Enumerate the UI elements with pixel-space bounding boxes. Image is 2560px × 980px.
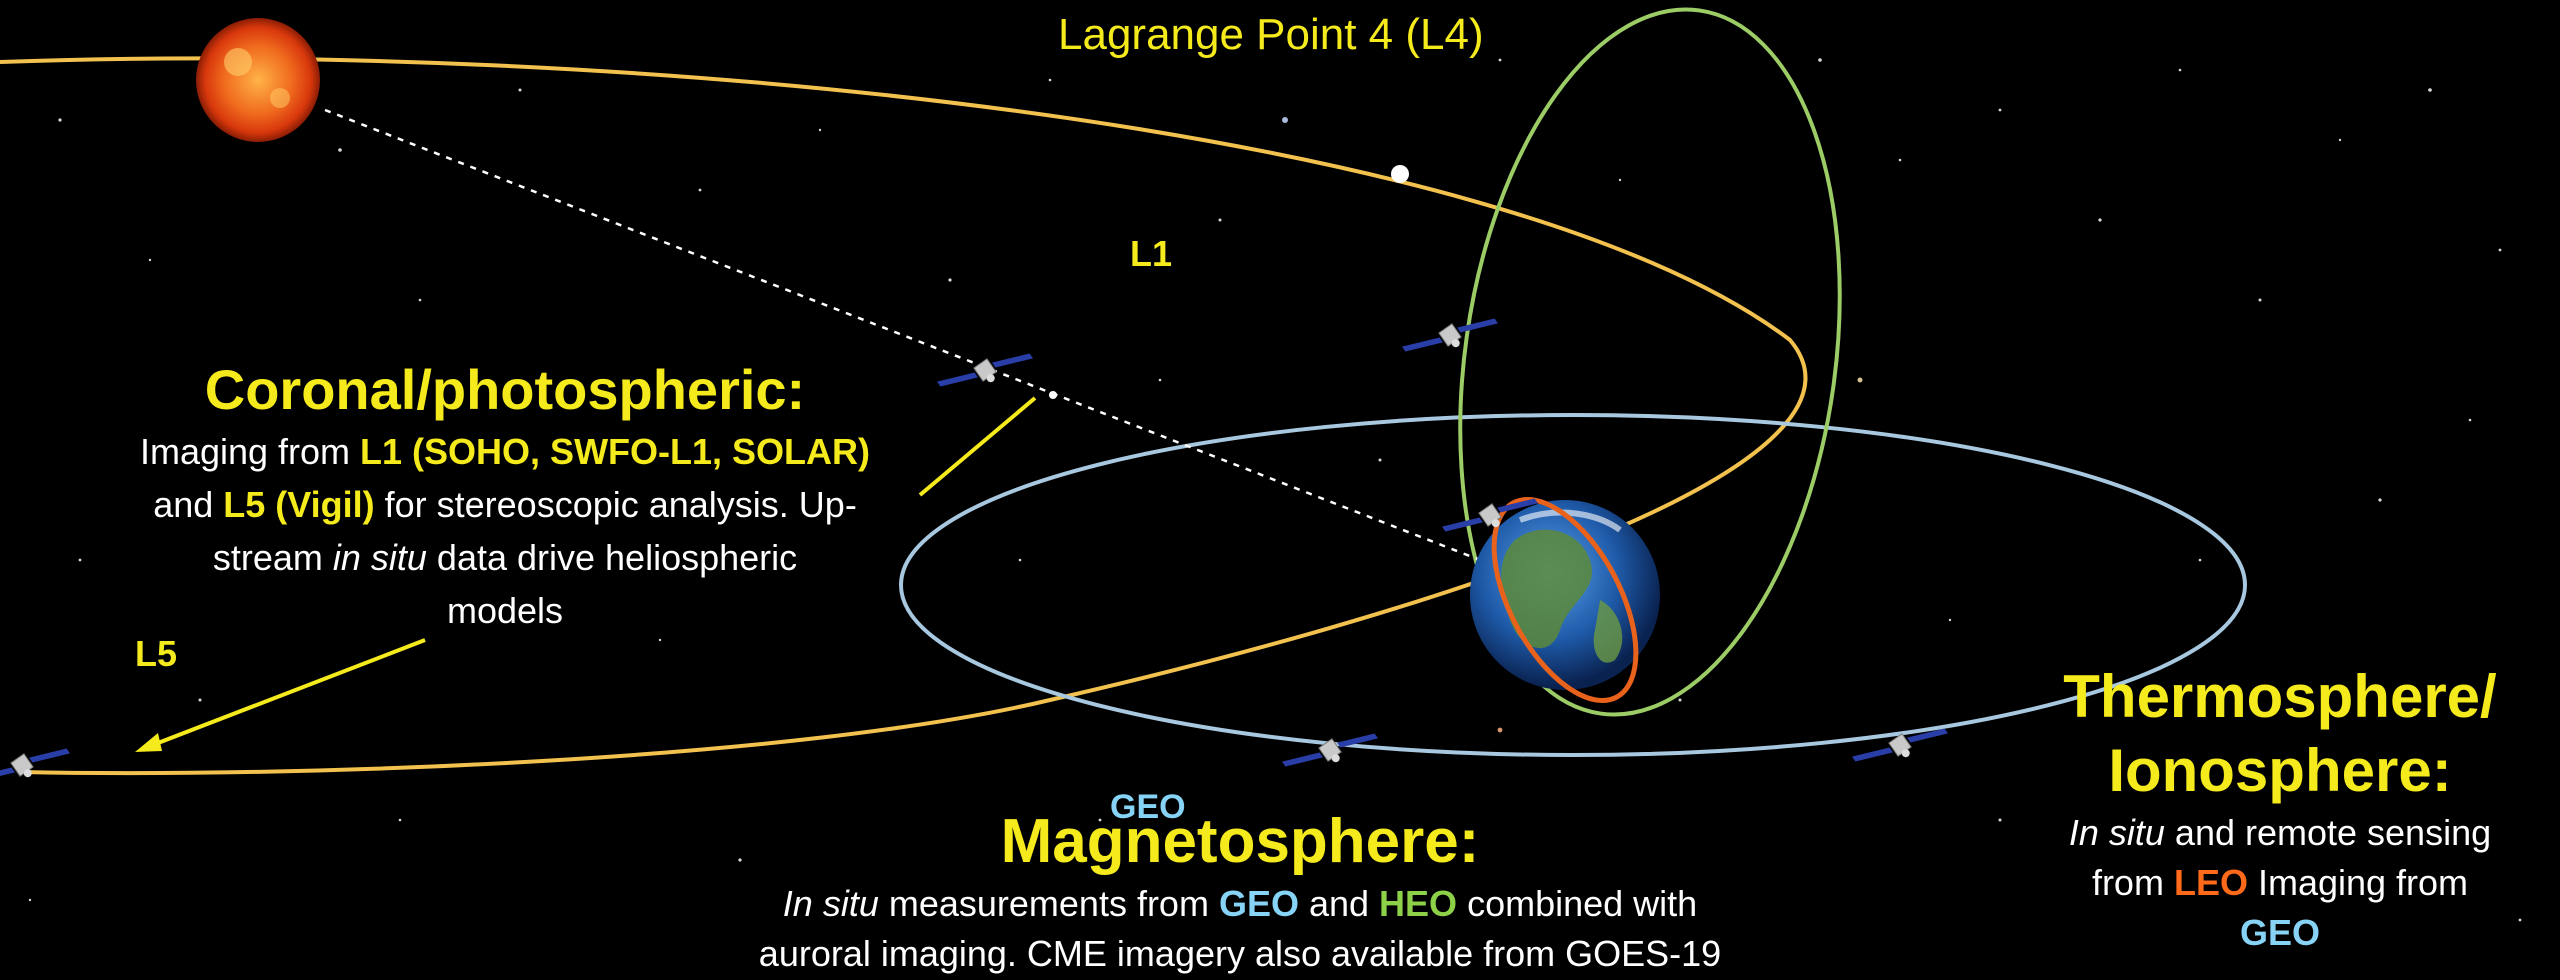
coronal-insitu: in situ — [332, 537, 427, 578]
geo-orbit — [899, 413, 2247, 757]
magnetosphere-body: In situ measurements from GEO and HEO co… — [640, 879, 1840, 979]
magneto-text: and — [1298, 883, 1380, 924]
magneto-text: combined with — [1457, 883, 1698, 924]
coronal-l1-craft: L1 (SOHO, SWFO-L1, SOLAR) — [360, 431, 871, 472]
sun-earth-line — [324, 108, 1481, 562]
l1-label: L1 — [1130, 233, 1173, 274]
l4-label: Lagrange Point 4 (L4) — [1058, 10, 1484, 59]
thermosphere-title: Thermosphere/ Ionosphere: — [2010, 660, 2550, 808]
sun-orbit — [0, 56, 1808, 776]
sun-icon — [196, 18, 320, 142]
coronal-text: for stereoscopic analysis. Up- — [374, 484, 857, 525]
l4-point-icon — [1391, 165, 1409, 183]
coronal-body: Imaging from L1 (SOHO, SWFO-L1, SOLAR) a… — [95, 425, 915, 637]
coronal-title: Coronal/photospheric: — [204, 358, 806, 421]
coronal-text: stream — [212, 537, 333, 578]
thermo-text: and remote sensing — [2164, 812, 2492, 853]
thermo-title-line1: Thermosphere/ — [2063, 663, 2497, 730]
magnetosphere-title: Magnetosphere: — [1000, 807, 1480, 876]
coronal-text: Imaging from — [139, 431, 361, 472]
magnetosphere-block: Magnetosphere: In situ measurements from… — [640, 805, 1840, 979]
magneto-heo: HEO — [1379, 883, 1458, 924]
geo-label: GEO — [1110, 788, 1186, 826]
coronal-l5-craft: L5 (Vigil) — [223, 484, 375, 525]
leo-orbit — [1491, 497, 1639, 703]
magneto-text: auroral imaging. CME imagery also availa… — [758, 933, 1722, 974]
heo-orbit — [1458, 7, 1842, 717]
star-field — [28, 48, 2522, 922]
thermo-text: from — [2091, 862, 2174, 903]
satellite-icon — [936, 328, 1034, 412]
satellite-icon — [0, 723, 71, 807]
magneto-geo: GEO — [1218, 883, 1299, 924]
coronal-text: data drive heliospheric — [426, 537, 798, 578]
thermo-insitu: In situ — [2068, 812, 2165, 853]
thermo-text: Imaging from — [2247, 862, 2469, 903]
l1-arrow — [918, 396, 1037, 497]
thermosphere-block: Thermosphere/ Ionosphere: In situ and re… — [2010, 660, 2550, 958]
thermo-leo: LEO — [2173, 862, 2248, 903]
thermo-title-line2: Ionosphere: — [2108, 737, 2452, 804]
l1-point — [1049, 391, 1057, 399]
thermo-geo: GEO — [2239, 912, 2320, 953]
coronal-text: models — [446, 590, 564, 631]
coronal-text: and — [153, 484, 224, 525]
magneto-insitu: In situ — [782, 883, 879, 924]
l5-label: L5 — [135, 633, 178, 674]
magneto-text: measurements from — [878, 883, 1219, 924]
l5-arrow — [135, 638, 426, 752]
earth-icon — [1470, 500, 1660, 690]
thermosphere-body: In situ and remote sensing from LEO Imag… — [2010, 808, 2550, 958]
satellite-icon — [1851, 703, 1949, 787]
coronal-block: Coronal/photospheric: Imaging from L1 (S… — [95, 355, 915, 637]
satellite-icon — [1281, 708, 1379, 792]
satellite-icon — [1401, 293, 1499, 377]
